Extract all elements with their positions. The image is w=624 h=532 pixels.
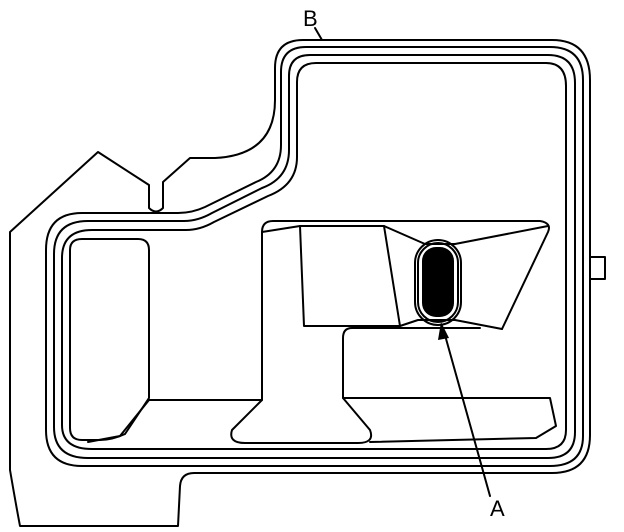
strainer-opening (422, 247, 454, 317)
flange-inner (53, 54, 576, 459)
pan-floor-contour (61, 62, 567, 450)
strainer-face-left (299, 225, 401, 327)
mounting-tab (589, 256, 606, 280)
center-divider (261, 220, 550, 401)
housing-outline (9, 39, 591, 527)
lower-floor (87, 397, 557, 444)
callout-a-leader (442, 327, 491, 497)
strainer-face-bottom (399, 319, 503, 330)
callout-b-leader (314, 27, 323, 41)
strainer-port-bezel (414, 239, 462, 326)
flange-outer (45, 46, 584, 467)
strainer-port-rim (417, 242, 459, 323)
callout-a-arrowhead (438, 322, 449, 340)
strainer-ridge (261, 225, 549, 245)
callout-label-a: A (490, 496, 505, 521)
right-raised-floor (342, 327, 481, 399)
left-pocket (69, 238, 150, 441)
callout-label-b: B (303, 6, 318, 31)
